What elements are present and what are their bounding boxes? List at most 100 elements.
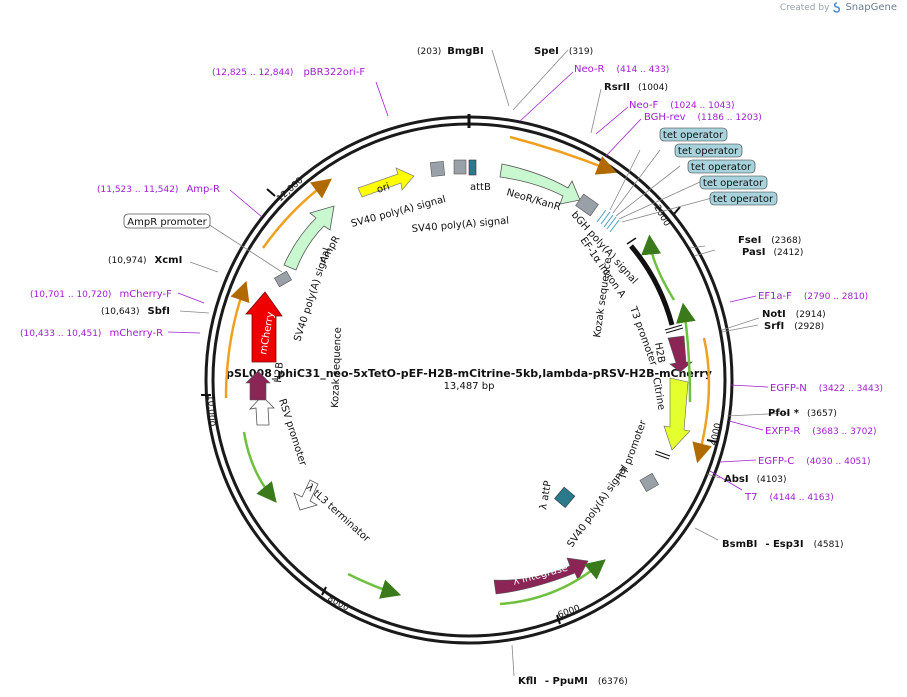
site-pos: (6376)	[598, 677, 628, 687]
site-pos: (1004)	[638, 83, 668, 93]
feature-citrine[interactable]: Citrine	[650, 377, 691, 451]
primer-t7[interactable]: T7(4144 .. 4163)	[744, 492, 834, 503]
tet-operator-box-5[interactable]: tet operator	[709, 191, 778, 206]
primer-mcherry-r[interactable]: (10,433 .. 10,451)mCherry-R	[20, 328, 163, 339]
primer-amp-r[interactable]: (11,523 .. 11,542)Amp-R	[97, 184, 220, 195]
restriction-site-rsrii[interactable]: RsrII(1004)	[604, 82, 668, 93]
primer-range: (414 .. 433)	[617, 65, 670, 75]
restriction-site-fsei[interactable]: FseI (2368)	[738, 235, 801, 246]
feature-sv40-lower-label: SV40 poly(A) signal	[565, 463, 630, 549]
attb-box[interactable]	[468, 159, 477, 176]
site-pos: (4581)	[814, 540, 844, 550]
svg-text:T7(4144 .. 4163): T7(4144 .. 4163)	[744, 492, 834, 503]
feature-kozak-left-label: Kozak sequence	[330, 327, 344, 408]
sv40-box-a[interactable]	[429, 160, 446, 177]
svg-text:(203)BmgBI: (203)BmgBI	[417, 46, 484, 57]
site-pos: (319)	[569, 47, 593, 57]
plasmid-length: 13,487 bp	[444, 381, 495, 392]
restriction-site-bmgbi[interactable]: (203)BmgBI	[417, 46, 484, 57]
feature-neor[interactable]: NeoR/KanR	[499, 163, 581, 213]
svg-text:(12,825 .. 12,844)pBR322ori-F: (12,825 .. 12,844) pBR322ori-F	[212, 67, 365, 78]
feature-rsv[interactable]: RSV promoter	[248, 395, 308, 468]
site-name: FseI	[738, 235, 761, 246]
svg-text:BGH-rev(1186 .. 1203): BGH-rev(1186 .. 1203)	[644, 112, 762, 123]
feature-mcherry[interactable]: mCherry	[245, 291, 283, 363]
svg-text:PasI(2412): PasI (2412)	[742, 247, 803, 258]
svg-text:AbsI(4103): AbsI (4103)	[724, 474, 787, 485]
tet-operator-box-1[interactable]: tet operator	[659, 127, 728, 142]
primer-neo-r[interactable]: Neo-R(414 .. 433)	[574, 64, 669, 75]
svg-text:RsrII(1004): RsrII(1004)	[604, 82, 668, 93]
tet-operator-box-2[interactable]: tet operator	[674, 143, 743, 158]
site-pos: (2412)	[773, 248, 803, 258]
feature-ampr[interactable]: AmpR	[283, 205, 343, 271]
feature-integrase[interactable]: λ integrase	[493, 557, 589, 595]
primer-name: EF1a-F	[758, 291, 792, 302]
primer-exfp-r[interactable]: EXFP-R(3683 .. 3702)	[765, 426, 877, 437]
site-pos: (10,643)	[101, 307, 140, 317]
primer-ef1a-f[interactable]: EF1a-F (2790 .. 2810)	[758, 291, 868, 302]
primer-bgh-rev[interactable]: BGH-rev(1186 .. 1203)	[644, 112, 762, 123]
feature-tl3[interactable]: λ tL3 terminator	[293, 479, 372, 545]
site-pos: (4103)	[757, 475, 787, 485]
site-pos: (2914)	[796, 310, 826, 320]
feature-h2b-right[interactable]: H2B	[652, 335, 693, 373]
feature-citrine-label: Citrine	[650, 377, 667, 411]
svg-text:KflI- PpuMI(6376): KflI- PpuMI(6376)	[518, 676, 628, 687]
primer-range: (2790 .. 2810)	[804, 292, 868, 302]
site-name: PfoI *	[768, 408, 800, 419]
restriction-site-spei[interactable]: SpeI(319)	[534, 46, 593, 57]
restriction-site-pfoi[interactable]: PfoI *(3657)	[768, 408, 837, 419]
primer-pbr322ori-f[interactable]: (12,825 .. 12,844) pBR322ori-F	[212, 67, 365, 78]
primer-name: pBR322ori-F	[303, 67, 365, 78]
backbone-inner-ring	[211, 122, 727, 638]
feature-attp-label: λ attP	[538, 480, 554, 511]
restriction-site-xcmi[interactable]: (10,974)XcmI	[108, 255, 182, 266]
restriction-site-bsmbi[interactable]: BsmBI- Esp3I(4581)	[722, 539, 844, 550]
primer-egfp-n[interactable]: EGFP-N(3422 .. 3443)	[770, 383, 883, 394]
tick-label: 4000	[709, 422, 724, 447]
attp-box[interactable]	[554, 486, 576, 509]
svg-text:BsmBI- Esp3I(4581): BsmBI- Esp3I(4581)	[722, 539, 844, 550]
leader-lines	[179, 49, 791, 677]
site-pos: (2368)	[771, 236, 801, 246]
primer-range: (10,433 .. 10,451)	[20, 329, 101, 339]
restriction-site-noti[interactable]: NotI(2914)	[762, 309, 826, 320]
site-name: AbsI	[724, 474, 749, 485]
created-by-label: Created by	[779, 2, 830, 13]
bgh-box[interactable]	[575, 193, 599, 217]
sv40-left-box[interactable]	[274, 270, 292, 288]
primer-name: Amp-R	[186, 184, 220, 195]
restriction-site-srfi[interactable]: SrfI(2928)	[764, 321, 824, 332]
primer-range: (4030 .. 4051)	[806, 457, 870, 467]
restriction-site-pasi[interactable]: PasI (2412)	[742, 247, 803, 258]
feature-h2b-left[interactable]: H2B	[245, 362, 286, 401]
primer-range: (3683 .. 3702)	[812, 427, 876, 437]
primer-egfp-c[interactable]: EGFP-C(4030 .. 4051)	[758, 456, 871, 467]
primer-neo-f[interactable]: Neo-F(1024 .. 1043)	[629, 100, 735, 111]
sv40-lower-box[interactable]	[639, 472, 659, 492]
sv40-box-b[interactable]	[453, 159, 467, 175]
feature-kozak-right-label: Kozak sequence	[592, 257, 614, 338]
primer-mcherry-f[interactable]: (10,701 .. 10,720)mCherry-F	[30, 289, 172, 300]
restriction-site-sbfi[interactable]: (10,643)SbfI	[101, 306, 170, 317]
tet-operator-box-4[interactable]: tet operator	[699, 175, 768, 190]
tet-operator-label: tet operator	[678, 146, 739, 157]
svg-text:Neo-R(414 .. 433): Neo-R(414 .. 433)	[574, 64, 669, 75]
feature-ori[interactable]: ori	[357, 167, 415, 198]
tet-operator-box-3[interactable]: tet operator	[687, 159, 756, 174]
ampr-promoter-box[interactable]: AmpR promoter	[123, 213, 211, 229]
svg-text:FseI(2368): FseI (2368)	[738, 235, 801, 246]
site-name: PasI	[742, 247, 765, 258]
tet-operator-label: tet operator	[691, 162, 752, 173]
snapgene-brand: Created by SnapGene	[780, 2, 897, 13]
primer-range: (1024 .. 1043)	[670, 101, 734, 111]
site-pos: (203)	[417, 47, 441, 57]
feature-ef1a-arc[interactable]	[629, 244, 675, 326]
tet-operator-label: tet operator	[713, 194, 774, 205]
restriction-site-absi[interactable]: AbsI (4103)	[724, 474, 787, 485]
snapgene-logo-icon	[833, 2, 841, 13]
primer-range: (12,825 .. 12,844)	[212, 68, 293, 78]
restriction-site-kfli[interactable]: KflI- PpuMI(6376)	[518, 676, 628, 687]
primer-arrows	[224, 135, 712, 606]
